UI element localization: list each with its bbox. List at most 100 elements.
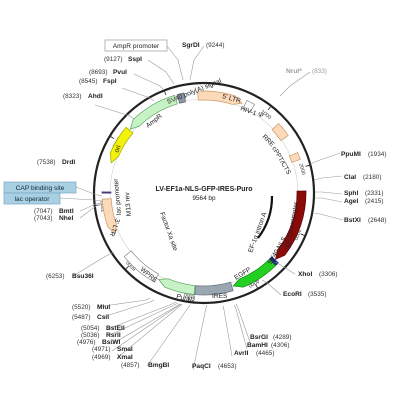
leader-lines — [59, 45, 344, 371]
site-nrui: NruI* — [286, 68, 302, 75]
site-sphi: SphI — [344, 190, 358, 197]
site-sspi-pos: (9127) — [104, 56, 122, 63]
site-smai-pos: (4971) — [92, 346, 110, 353]
site-drdi: DrdI — [62, 159, 75, 166]
feature-egfp — [232, 258, 276, 288]
label-factor-xa: Factor Xa site — [158, 211, 179, 252]
feature-ltr5 — [197, 90, 243, 105]
features-layer — [101, 90, 307, 296]
label-cppt: cPPT/CTS — [270, 146, 292, 177]
svg-text:lac operator: lac operator — [15, 196, 51, 203]
site-fspi: FspI — [103, 78, 117, 85]
site-bsrgi-pos: (4289) — [273, 334, 291, 341]
tick-9000 — [164, 91, 167, 96]
site-bmgbi: BmgBI — [148, 362, 169, 369]
feature-ef1a — [274, 190, 307, 260]
site-bsiwi: BsiWI — [102, 339, 120, 346]
site-bsu36i: Bsu36I — [72, 273, 94, 280]
site-mlui-pos: (5520) — [72, 304, 90, 311]
tick-label-2000: 2000 — [297, 163, 306, 176]
site-nrui-pos: (833) — [312, 68, 327, 75]
feature-cppt — [288, 152, 301, 163]
backbone-circle — [92, 81, 316, 305]
site-bmti: BmtI — [59, 208, 74, 215]
tick-8000 — [110, 136, 115, 140]
feature-wpre — [123, 250, 159, 283]
tick-5000 — [188, 296, 190, 301]
site-clai: ClaI — [344, 174, 356, 181]
site-nhei: NheI — [59, 215, 73, 222]
feature-sv40nls — [269, 256, 279, 266]
label-ef1a-intron: EF-1α intron A — [247, 211, 268, 254]
tick-6000 — [125, 265, 129, 270]
svg-text:CAP binding site: CAP binding site — [16, 185, 65, 192]
site-bsu36i-pos: (6253) — [46, 273, 64, 280]
site-bamhi: BamHI — [247, 342, 268, 349]
site-bsiwi-pos: (4976) — [77, 339, 95, 346]
tick-3000 — [300, 233, 305, 236]
feature-amppro — [176, 92, 186, 104]
site-mlui: MluI — [97, 304, 110, 311]
site-ahdi: AhdI — [88, 93, 103, 100]
site-csii-pos: (5487) — [72, 314, 90, 321]
site-sspi: SspI — [128, 56, 142, 63]
feature-puror — [157, 278, 196, 295]
label-ires: IRES — [212, 293, 228, 300]
feature-hiv — [242, 99, 256, 113]
site-nhei-pos: (7043) — [34, 215, 52, 222]
site-smai: SmaI — [117, 346, 133, 353]
label-lac-promoter: lac promoter — [113, 178, 123, 216]
site-clai-pos: (2180) — [363, 174, 381, 181]
site-sphi-pos: (2331) — [365, 190, 383, 197]
site-xhoi: XhoI — [298, 271, 312, 278]
site-bsrgi: BsrGI — [250, 334, 268, 341]
site-bstxi: BstXI — [344, 217, 361, 224]
site-fspi-pos: (8545) — [79, 78, 97, 85]
site-rsrii-pos: (5036) — [81, 332, 99, 339]
site-avrii: AvrII — [234, 350, 249, 357]
tick-1000 — [267, 106, 271, 111]
svg-text:AmpR promoter: AmpR promoter — [113, 43, 160, 50]
cap-binding-site-box: CAP binding site — [3, 181, 77, 194]
site-sgrdi-pos: (9244) — [206, 42, 224, 49]
site-pvui: PvuI — [113, 69, 127, 76]
site-sgrdi: SgrDI — [182, 42, 200, 49]
tick-label-1000: 1000 — [259, 109, 272, 121]
site-xmai: XmaI — [117, 354, 133, 361]
site-agei-pos: (2415) — [365, 198, 383, 205]
feature-lacop — [101, 191, 112, 194]
tick-label-5000: 5000 — [183, 291, 195, 299]
label-5ltr: 5' LTR — [221, 93, 241, 105]
site-bsteii: BstEII — [106, 325, 125, 332]
site-ahdi-pos: (8323) — [63, 93, 81, 100]
label-puror: PuroR — [175, 293, 195, 305]
site-avrii-pos: (4465) — [256, 350, 274, 357]
feature-ltr3 — [101, 198, 117, 235]
site-bmgbi-pos: (4857) — [121, 362, 139, 369]
tick-2000 — [305, 164, 310, 167]
site-paqci: PaqCI — [192, 363, 211, 370]
site-agei: AgeI — [344, 198, 358, 205]
tick-label-4000: 4000 — [247, 278, 260, 289]
label-ori: ori — [113, 144, 122, 154]
site-ecori: EcoRI — [283, 291, 302, 298]
site-xhoi-pos: (3306) — [319, 271, 337, 278]
lac-operator-box: lac operator — [3, 192, 61, 205]
site-rsrii: RsrII — [106, 332, 121, 339]
site-ecori-pos: (3535) — [308, 291, 326, 298]
feature-ires — [194, 281, 234, 296]
site-drdi-pos: (7538) — [37, 159, 55, 166]
plasmid-name: LV-EF1a-NLS-GFP-IRES-Puro — [155, 186, 252, 193]
feature-ampr — [129, 94, 178, 130]
site-csii: CsiI — [97, 314, 109, 321]
label-m13-rev: M13 rev — [124, 191, 133, 216]
plasmid-size: 9564 bp — [192, 195, 216, 202]
ampr-promoter-box: AmpR promoter — [104, 39, 168, 52]
site-pvui-pos: (8693) — [89, 69, 107, 76]
site-paqci-pos: (4653) — [218, 363, 236, 370]
site-ppumi: PpuMI — [341, 151, 361, 158]
site-bmti-pos: (7047) — [34, 208, 52, 215]
site-bsteii-pos: (5054) — [81, 325, 99, 332]
tick-4000 — [255, 284, 258, 289]
